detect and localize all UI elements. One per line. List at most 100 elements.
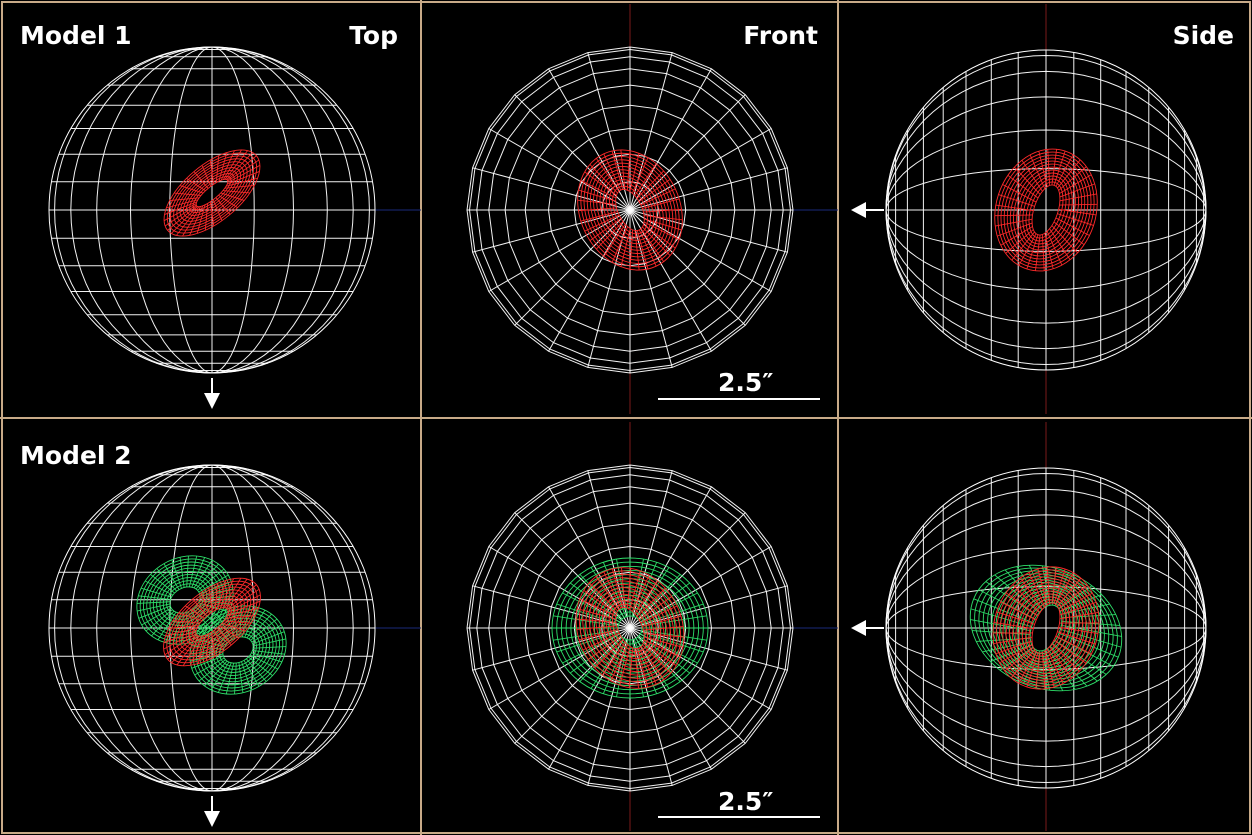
sphere-spoke bbox=[629, 209, 772, 292]
torus-spoke bbox=[584, 214, 620, 232]
torus-spoke bbox=[185, 605, 205, 619]
torus-spoke bbox=[619, 646, 631, 686]
torus-spoke bbox=[1023, 650, 1038, 684]
torus-spoke bbox=[250, 618, 278, 641]
torus-spoke bbox=[584, 171, 617, 196]
model-1-side-view bbox=[994, 148, 1098, 272]
torus-spoke bbox=[1057, 577, 1082, 607]
sphere-spoke bbox=[488, 627, 631, 710]
torus-spoke bbox=[629, 570, 641, 610]
sphere-spoke bbox=[514, 627, 631, 744]
torus-spoke bbox=[213, 630, 224, 652]
torus-spoke bbox=[1038, 151, 1048, 187]
torus-spoke bbox=[578, 207, 617, 212]
torus-spoke bbox=[168, 625, 199, 629]
torus-spoke bbox=[245, 658, 267, 682]
torus-spoke bbox=[227, 155, 257, 181]
torus-spoke bbox=[252, 638, 286, 647]
torus-spoke bbox=[628, 647, 634, 688]
torus-spoke bbox=[640, 228, 665, 262]
torus-spoke bbox=[634, 648, 639, 689]
torus-spoke bbox=[640, 188, 676, 206]
torus-spoke bbox=[1044, 233, 1054, 269]
torus-spoke bbox=[644, 218, 682, 231]
torus-spoke bbox=[995, 218, 1033, 227]
torus-spoke bbox=[140, 587, 172, 598]
scale-bar: 2.5″ bbox=[658, 368, 820, 400]
torus-spoke bbox=[1018, 233, 1037, 266]
torus-spoke bbox=[253, 646, 287, 649]
torus-spoke bbox=[208, 587, 213, 612]
scale-bar: 2.5″ bbox=[658, 787, 820, 818]
torus-spoke bbox=[176, 206, 200, 236]
torus-spoke bbox=[179, 185, 204, 194]
torus-spoke bbox=[191, 655, 224, 669]
torus-spoke bbox=[220, 192, 245, 201]
sphere-meridian bbox=[211, 46, 255, 374]
scale-bar-label: 2.5″ bbox=[718, 787, 773, 816]
torus-spoke bbox=[173, 620, 200, 624]
sphere-meridian bbox=[211, 46, 295, 374]
sphere-spoke bbox=[472, 627, 631, 671]
torus-spoke bbox=[1020, 577, 1043, 610]
torus-spoke bbox=[1052, 643, 1098, 682]
torus-spoke bbox=[642, 644, 672, 674]
torus-spoke bbox=[556, 631, 619, 653]
torus-spoke bbox=[994, 214, 1033, 217]
torus-spoke bbox=[189, 205, 204, 236]
torus-spoke bbox=[1059, 203, 1098, 206]
torus-spoke bbox=[1049, 646, 1072, 679]
torus-spoke bbox=[193, 559, 213, 589]
torus-ring bbox=[202, 617, 274, 683]
torus-spoke bbox=[993, 636, 1033, 645]
torus-spoke bbox=[197, 568, 225, 591]
torus-spoke bbox=[643, 224, 676, 249]
torus-spoke bbox=[595, 158, 620, 192]
torus-spoke bbox=[556, 603, 619, 625]
torus-spoke bbox=[206, 633, 210, 661]
torus-spoke bbox=[212, 199, 223, 221]
torus-spoke bbox=[999, 644, 1033, 664]
torus-spoke bbox=[222, 578, 242, 609]
torus-spoke bbox=[973, 598, 1034, 624]
sphere-spoke bbox=[548, 486, 631, 629]
model-2-side-view-red bbox=[992, 566, 1100, 690]
sphere-spoke bbox=[514, 209, 631, 326]
torus-spoke bbox=[1005, 592, 1039, 617]
scale-bar-label: 2.5″ bbox=[718, 368, 773, 397]
torus-spoke bbox=[137, 603, 171, 612]
torus-spoke bbox=[169, 197, 200, 202]
sphere-spoke bbox=[629, 209, 712, 352]
torus-spoke bbox=[209, 201, 215, 226]
torus-spoke bbox=[222, 149, 242, 180]
sphere-meridian bbox=[885, 472, 1207, 629]
torus-spoke bbox=[642, 615, 682, 627]
torus-spoke bbox=[1046, 231, 1063, 266]
torus-spoke bbox=[217, 580, 227, 610]
torus-spoke bbox=[590, 638, 625, 689]
torus-spoke bbox=[1054, 640, 1107, 675]
torus-spoke bbox=[192, 608, 214, 632]
torus-spoke bbox=[1041, 652, 1046, 689]
torus-spoke bbox=[234, 662, 237, 695]
torus-spoke bbox=[163, 631, 197, 650]
torus-spoke bbox=[642, 198, 680, 209]
torus-spoke bbox=[643, 642, 677, 667]
view-label-top: Top bbox=[349, 21, 398, 50]
torus-spoke bbox=[163, 563, 180, 590]
torus-spoke bbox=[138, 595, 171, 600]
torus-spoke bbox=[1059, 193, 1097, 202]
torus-spoke bbox=[643, 639, 681, 658]
sphere-spoke bbox=[587, 52, 631, 211]
torus-spoke bbox=[1028, 572, 1046, 607]
torus-spoke bbox=[198, 574, 229, 593]
torus-spoke bbox=[243, 660, 260, 687]
sphere-meridian bbox=[885, 547, 1207, 629]
torus-spoke bbox=[1057, 213, 1094, 226]
torus-spoke bbox=[227, 584, 257, 610]
sphere-spoke bbox=[629, 512, 746, 629]
torus-spoke bbox=[249, 654, 279, 670]
torus-spoke bbox=[972, 630, 1031, 636]
sphere-meridian bbox=[885, 627, 1207, 768]
torus-spoke bbox=[1049, 228, 1071, 261]
